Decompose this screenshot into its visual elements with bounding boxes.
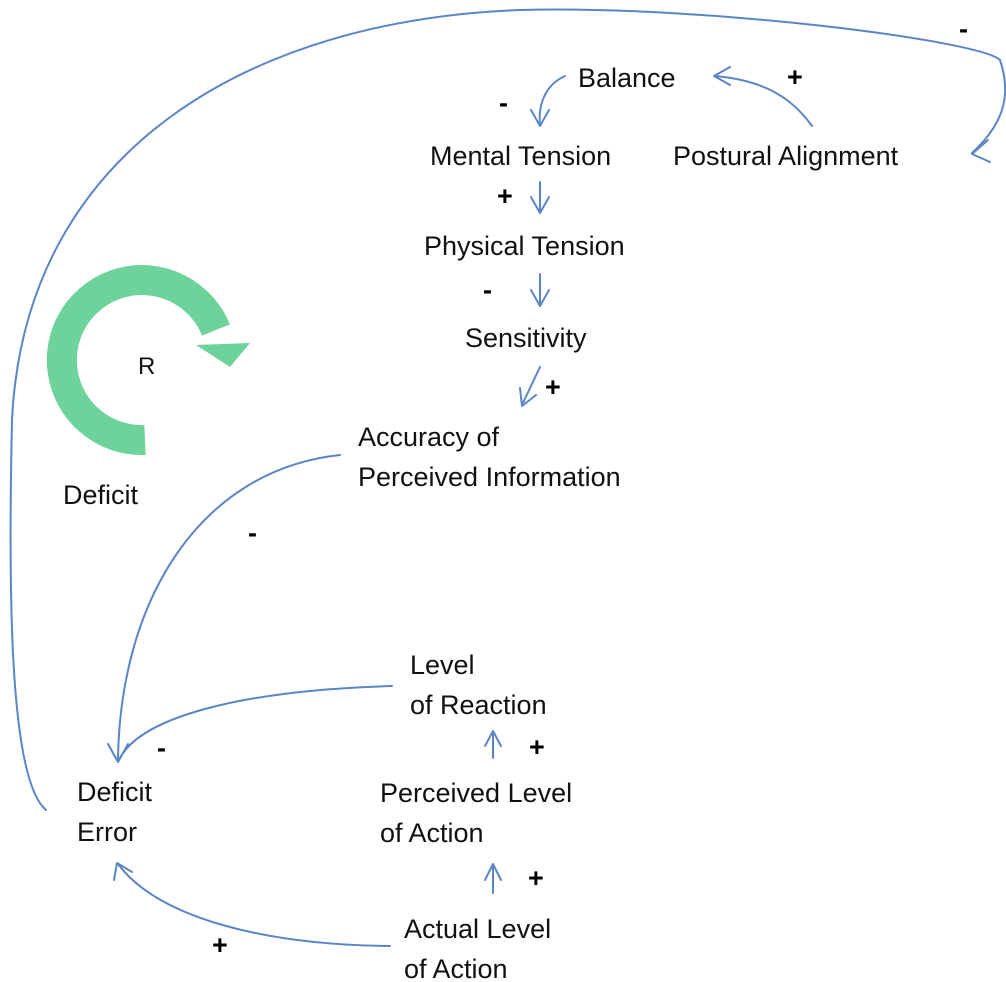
node-accuracy-line-1: Accuracy of (358, 422, 500, 452)
arrowhead-postural-alignment (971, 139, 991, 163)
link-postural-to-balance (714, 75, 813, 127)
loop-indicator-arrow (46, 265, 250, 456)
link-actual-to-deficit (117, 863, 391, 947)
node-mental-tension: Mental Tension (430, 136, 611, 176)
polarity-deficit-to-postural: - (959, 14, 968, 44)
arrowhead-physical-tension (530, 196, 550, 214)
loop-name: Deficit (63, 480, 139, 510)
arrowhead-balance-right (713, 66, 731, 86)
node-perceived-level-of-action: Perceived Level of Action (380, 773, 572, 853)
node-deficit-error: Deficit Error (77, 772, 152, 852)
node-physical-tension-line-1: Physical Tension (424, 231, 625, 261)
node-postural-alignment-line-1: Postural Alignment (673, 141, 899, 171)
node-mental-tension-line-1: Mental Tension (430, 141, 612, 171)
link-reaction-to-deficit (118, 685, 393, 761)
node-deficit-error-line-1: Deficit (77, 777, 153, 807)
node-deficit-error-line-2: Error (77, 817, 137, 847)
polarity-mental-to-physical: + (497, 181, 513, 211)
polarity-physical-to-sensitivity: - (483, 275, 492, 305)
link-accuracy-to-deficit (117, 454, 341, 761)
node-balance: Balance (578, 58, 676, 98)
arrowhead-deficit-error-bottom (113, 862, 133, 881)
arrowhead-accuracy (519, 387, 537, 407)
arrowhead-mental-tension-top (530, 109, 550, 127)
arrowhead-perceived-level (484, 863, 502, 881)
node-actual-level-line-1: Actual Level (404, 914, 552, 944)
link-sensitivity-to-accuracy (521, 366, 541, 406)
node-actual-level-line-2: of Action (404, 954, 508, 982)
polarity-sensitivity-to-accuracy: + (545, 372, 561, 402)
arrowhead-sensitivity (530, 289, 550, 307)
node-sensitivity-line-1: Sensitivity (465, 323, 587, 353)
node-physical-tension: Physical Tension (424, 226, 625, 266)
polarity-reaction-to-deficit: - (157, 733, 166, 763)
polarity-balance-to-mental: - (499, 88, 508, 118)
node-postural-alignment: Postural Alignment (673, 136, 898, 176)
node-balance-line-1: Balance (578, 63, 676, 93)
polarity-actual-to-deficit: + (212, 930, 228, 960)
node-perceived-level-line-1: Perceived Level (380, 778, 573, 808)
polarity-perceived-to-reaction: + (529, 732, 545, 762)
node-level-of-reaction-line-1: Level (410, 650, 475, 680)
arrowhead-deficit-error-top (107, 743, 129, 763)
polarity-postural-to-balance: + (787, 62, 803, 92)
node-level-of-reaction: Level of Reaction (410, 645, 547, 725)
link-balance-to-mental (538, 75, 566, 126)
loop-arrowhead (196, 343, 250, 367)
polarity-accuracy-to-deficit: - (248, 518, 257, 548)
node-perceived-level-line-2: of Action (380, 818, 484, 848)
link-deficit-to-postural (9, 8, 1006, 811)
node-accuracy-line-2: Perceived Information (358, 462, 621, 492)
node-accuracy-of-perceived-information: Accuracy of Perceived Information (358, 417, 621, 497)
node-sensitivity: Sensitivity (465, 318, 587, 358)
node-actual-level-of-action: Actual Level of Action (404, 909, 551, 982)
node-level-of-reaction-line-2: of Reaction (410, 690, 547, 720)
arrowhead-level-of-reaction (484, 730, 502, 747)
loop-letter: R (138, 353, 156, 380)
polarity-actual-to-perceived: + (528, 863, 544, 893)
loop-arc (46, 265, 230, 456)
